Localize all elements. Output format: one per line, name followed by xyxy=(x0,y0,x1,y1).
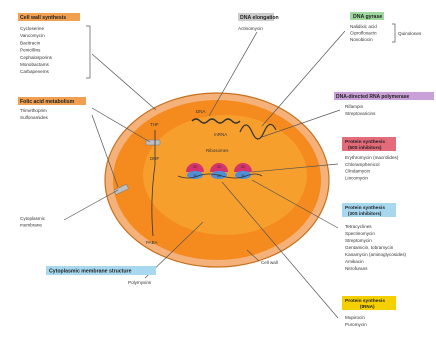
dna-gyrase-group: DNA gyrase Nalidixic acidCiprofloxacinNo… xyxy=(350,12,422,43)
drug-item: Nalidixic acid xyxy=(350,24,377,29)
paba-label: PABA xyxy=(146,240,158,245)
dna-elongation-group: DNA elongation Actinomycin xyxy=(238,13,279,31)
drug-item: Erythromycin (macrolides) xyxy=(345,155,399,160)
drug-item: membrane xyxy=(20,223,42,228)
drug-item: Ciprofloxacin xyxy=(350,31,377,36)
protein-50s-badge xyxy=(342,137,396,151)
drug-item: Lincomycin xyxy=(345,175,368,180)
cell-wall-synthesis-bracket xyxy=(86,25,91,79)
cell-wall-label: Cell wall xyxy=(261,260,278,265)
ribosomes-label: Ribosomes xyxy=(206,148,229,153)
folate-pathway-arrow xyxy=(151,130,156,237)
dhfr-enzyme-icon xyxy=(145,139,161,146)
ribosome: 50 30 xyxy=(210,163,228,179)
membrane-structure-title: Cytoplasmic membrane structure xyxy=(49,269,132,275)
ribosome-row: 50 30 50 30 50 30 xyxy=(177,163,263,179)
cell-wall-synthesis-title: Cell wall synthesis xyxy=(20,15,66,21)
dna-elongation-badge xyxy=(238,13,274,21)
drug-item: Monobactams xyxy=(20,62,50,67)
protein-50s-subtitle: (50S inhibitors) xyxy=(348,145,382,150)
leader-lines xyxy=(63,30,346,319)
thf-label: THF xyxy=(150,122,159,127)
drug-item: Nitrofurans xyxy=(345,266,368,271)
drug-item: Carbapenems xyxy=(20,69,50,74)
ribosome-50s-subunit xyxy=(210,163,228,172)
protein-trna-subtitle: (tRNA) xyxy=(360,304,375,309)
protein-30s-group: Protein synthesis (30S inhibitors) Tetra… xyxy=(342,203,406,271)
folic-acid-badge xyxy=(18,97,86,105)
drug-item: Chloramphenicol xyxy=(345,162,379,167)
rna-polymerase-group: DNA-directed RNA polymerase RifampinStre… xyxy=(334,92,434,116)
dhps-enzyme-icon xyxy=(113,184,129,195)
protein-50s-title: Protein synthesis xyxy=(345,139,385,145)
ribosome: 50 30 xyxy=(186,163,204,179)
ribosome-50-label: 50 xyxy=(193,165,197,169)
mrna-strand xyxy=(239,123,277,140)
ribosome-50-label: 50 xyxy=(241,165,245,169)
protein-30s-badge xyxy=(342,203,396,217)
drug-item: Sulfonamides xyxy=(20,115,49,120)
ribosome-30-label: 30 xyxy=(217,174,221,178)
membrane-structure-badge xyxy=(46,266,156,275)
dna-gyrase-title: DNA gyrase xyxy=(353,14,382,20)
drug-item: Spectinomycin xyxy=(345,231,375,236)
drug-item: Streptovaricins xyxy=(345,111,376,116)
drug-item: Vancomycin xyxy=(20,33,45,38)
drug-item: Bacitracin xyxy=(20,40,41,45)
membrane-structure-group: Cytoplasmic membrane structure Polymyxin… xyxy=(46,266,156,285)
drug-item: Amikacin xyxy=(345,259,364,264)
rna-polymerase-title: DNA-directed RNA polymerase xyxy=(336,94,409,100)
dna-gyrase-badge xyxy=(350,12,384,20)
ribosome-30-label: 30 xyxy=(241,174,245,178)
drug-item: Clindamycin xyxy=(345,169,370,174)
drug-item: Actinomycin xyxy=(238,26,263,31)
cell-wall-leader xyxy=(246,249,260,262)
bacterial-cell xyxy=(104,92,330,268)
drug-item: Cephalosporins xyxy=(20,55,53,60)
drug-item: Tetracyclines xyxy=(345,224,372,229)
dna-strand xyxy=(191,118,241,124)
mrna-through-ribosomes xyxy=(177,173,263,179)
rna-polymerase-badge xyxy=(334,92,434,100)
ribosome: 50 30 xyxy=(234,163,252,179)
quinolones-label: Quinolones xyxy=(398,31,422,36)
folic-acid-metabolism-group: Folic acid metabolism TrimethoprimSulfon… xyxy=(18,97,86,120)
drug-item: Cycloserine xyxy=(20,26,44,31)
drug-item: Streptomycin xyxy=(345,238,372,243)
drug-item: Trimethoprim xyxy=(20,108,47,113)
ribosome-30s-subunit xyxy=(235,171,251,179)
protein-50s-group: Protein synthesis (50S inhibitors) Eryth… xyxy=(342,137,399,180)
ribosome-50s-subunit xyxy=(186,163,204,172)
protein-trna-title: Protein synthesis xyxy=(345,298,385,304)
protein-30s-title: Protein synthesis xyxy=(345,205,385,211)
drug-item: Polymyxins xyxy=(128,280,152,285)
drug-item: Cytoplasmic xyxy=(20,216,46,221)
dna-elongation-title: DNA elongation xyxy=(240,15,279,21)
ribosome-50-label: 50 xyxy=(217,165,221,169)
folic-acid-title: Folic acid metabolism xyxy=(20,99,75,105)
quinolones-bracket xyxy=(392,23,396,43)
dna-label: DNA xyxy=(196,109,206,114)
mrna-label: mRNA xyxy=(214,132,227,137)
drug-item: Novobiocin xyxy=(350,37,373,42)
drug-item: Penicillins xyxy=(20,48,41,53)
protein-trna-group: Protein synthesis (tRNA) MupirocinPuromy… xyxy=(342,296,396,327)
protein-trna-badge xyxy=(342,296,396,310)
protein-30s-subtitle: (30S inhibitors) xyxy=(348,211,382,216)
cell-wall-synthesis-group: Cell wall synthesis CycloserineVancomyci… xyxy=(18,13,91,79)
drug-item: Kanamycin (aminoglycosides) xyxy=(345,252,406,257)
ribosome-30-label: 30 xyxy=(193,174,197,178)
drug-item: Puromycin xyxy=(345,322,367,327)
cell-wall-synthesis-badge xyxy=(18,13,80,21)
drug-item: Rifampin xyxy=(345,104,364,109)
ribosome-50s-subunit xyxy=(234,163,252,172)
ribosome-30s-subunit xyxy=(187,171,203,179)
cytoplasmic-membrane-group: Cytoplasmic membrane xyxy=(20,216,46,228)
drug-item: Mupirocin xyxy=(345,315,365,320)
drug-item: Gentamicin, tobramycin xyxy=(345,245,394,250)
